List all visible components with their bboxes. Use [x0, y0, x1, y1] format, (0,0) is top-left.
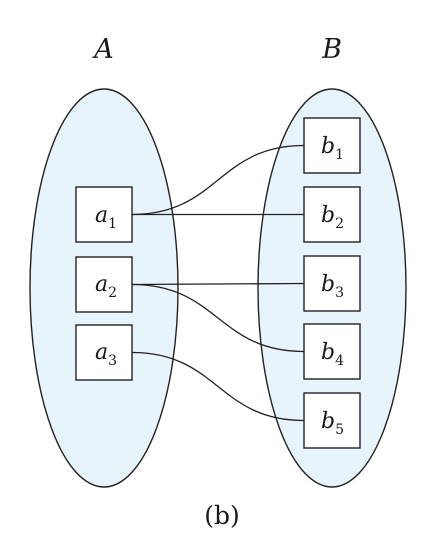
element-b4-label: b4: [321, 340, 344, 369]
figure-caption: (b): [204, 501, 240, 530]
element-b2: b2: [303, 186, 361, 243]
element-b1-box: [303, 117, 361, 174]
element-b4-box: [303, 323, 361, 380]
element-b5-box: [303, 392, 361, 449]
set-b-label: B: [321, 34, 342, 65]
element-a2-label: a2: [95, 272, 117, 301]
edge-a2-b4: [131, 283, 305, 353]
element-a3-label: a3: [95, 340, 117, 369]
set-a-label: A: [91, 34, 114, 65]
edge-a1-b1: [131, 144, 305, 216]
element-a2-box: [75, 256, 133, 313]
element-a1-box: [75, 186, 133, 243]
element-b3: b3: [303, 255, 361, 312]
edge-a3-b5: [131, 351, 305, 422]
element-a3: a3: [75, 324, 133, 381]
mapping-edges: [131, 144, 305, 422]
element-b5-label: b5: [321, 409, 344, 438]
edge-a2-b3: [131, 282, 305, 286]
element-a2: a2: [75, 256, 133, 313]
element-a1: a1: [75, 186, 133, 243]
element-b1: b1: [303, 117, 361, 174]
element-b2-label: b2: [321, 203, 344, 232]
element-a3-box: [75, 324, 133, 381]
element-b5: b5: [303, 392, 361, 449]
element-b1-label: b1: [321, 134, 344, 163]
element-b2-box: [303, 186, 361, 243]
element-b4: b4: [303, 323, 361, 380]
element-b3-label: b3: [321, 272, 344, 301]
element-b3-box: [303, 255, 361, 312]
element-a1-label: a1: [95, 203, 117, 232]
